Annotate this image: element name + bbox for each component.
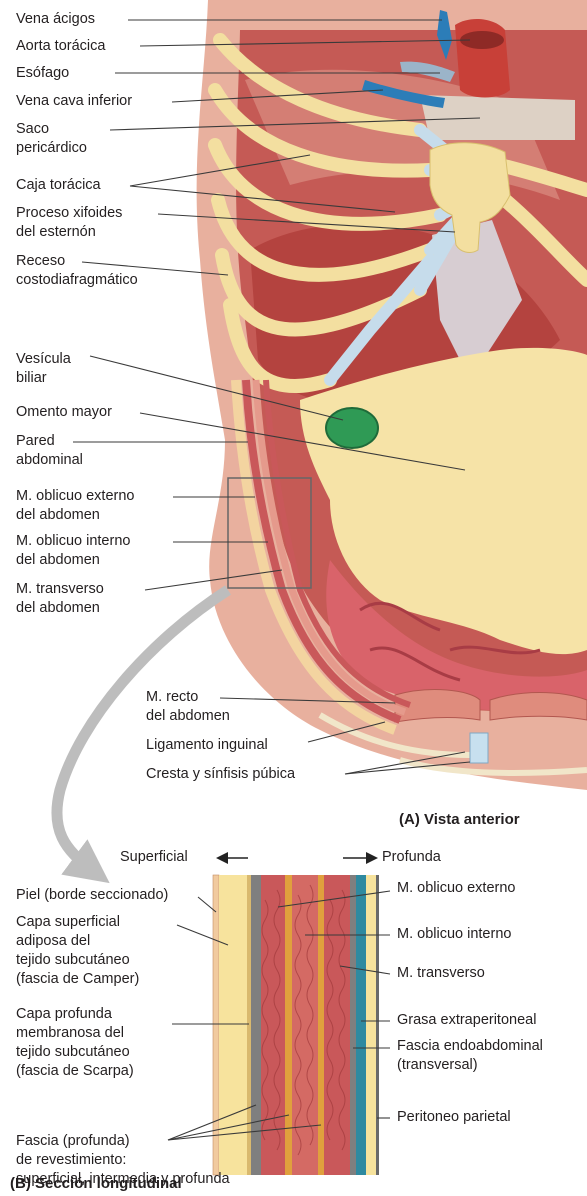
- pubic-symphysis: [470, 733, 488, 763]
- label-fascia-scarpa: Capa profunda membranosa del tejido subc…: [16, 1005, 134, 1081]
- label-profunda: Profunda: [382, 848, 441, 867]
- label-caja-toracica: Caja torácica: [16, 176, 101, 195]
- label-saco-pericardico: Saco pericárdico: [16, 120, 87, 158]
- label-grasa-extraperitoneal: Grasa extraperitoneal: [397, 1011, 536, 1030]
- camper-fat-layer: [219, 875, 247, 1175]
- label-proceso-xifoides: Proceso xifoides del esternón: [16, 204, 122, 242]
- fascia-deep: [318, 875, 324, 1175]
- gallbladder: [326, 408, 378, 448]
- label-esofago: Esófago: [16, 64, 69, 83]
- label-receso-costodiafragmatico: Receso costodiafragmático: [16, 252, 138, 290]
- label-cresta-sinfisis: Cresta y sínfisis púbica: [146, 765, 295, 784]
- curved-section-arrow: [57, 590, 228, 870]
- label-fascia-endoabdominal: Fascia endoabdominal (transversal): [397, 1037, 543, 1075]
- label-aorta-toracica: Aorta torácica: [16, 37, 105, 56]
- label-vesicula-biliar: Vesícula biliar: [16, 350, 71, 388]
- parietal-peritoneum-fat: [366, 875, 376, 1175]
- label-pared-abdominal: Pared abdominal: [16, 432, 83, 470]
- label-oblicuo-externo-a: M. oblicuo externo del abdomen: [16, 487, 134, 525]
- extraperitoneal-fat: [356, 875, 366, 1175]
- abdomen-drawing: [197, 0, 587, 790]
- label-omento-mayor: Omento mayor: [16, 403, 112, 422]
- label-oblicuo-interno-b: M. oblicuo interno: [397, 925, 511, 944]
- label-recto-abdomen: M. recto del abdomen: [146, 688, 230, 726]
- label-oblicuo-externo-b: M. oblicuo externo: [397, 879, 515, 898]
- endoabdominal-fascia: [350, 875, 356, 1175]
- label-vena-acigos: Vena ácigos: [16, 10, 95, 29]
- transverse-layer: [324, 875, 350, 1175]
- label-fascia-camper: Capa superficial adiposa del tejido subc…: [16, 913, 139, 989]
- label-transverso-a: M. transverso del abdomen: [16, 580, 104, 618]
- label-superficial: Superficial: [120, 848, 188, 867]
- fascia-superficial: [251, 875, 261, 1175]
- label-ligamento-inguinal: Ligamento inguinal: [146, 736, 268, 755]
- caption-vista-anterior: (A) Vista anterior: [399, 810, 520, 829]
- label-oblicuo-interno-a: M. oblicuo interno del abdomen: [16, 532, 130, 570]
- label-piel: Piel (borde seccionado): [16, 886, 168, 905]
- label-vena-cava-inferior: Vena cava inferior: [16, 92, 132, 111]
- parietal-peritoneum: [376, 875, 379, 1175]
- label-peritoneo-parietal: Peritoneo parietal: [397, 1108, 511, 1127]
- fascia-intermediate: [285, 875, 292, 1175]
- aorta: [455, 19, 510, 98]
- caption-seccion-longitudinal: (B) Sección longitudinal: [10, 1174, 182, 1193]
- scarpa-layer: [247, 875, 251, 1175]
- label-transverso-b: M. transverso: [397, 964, 485, 983]
